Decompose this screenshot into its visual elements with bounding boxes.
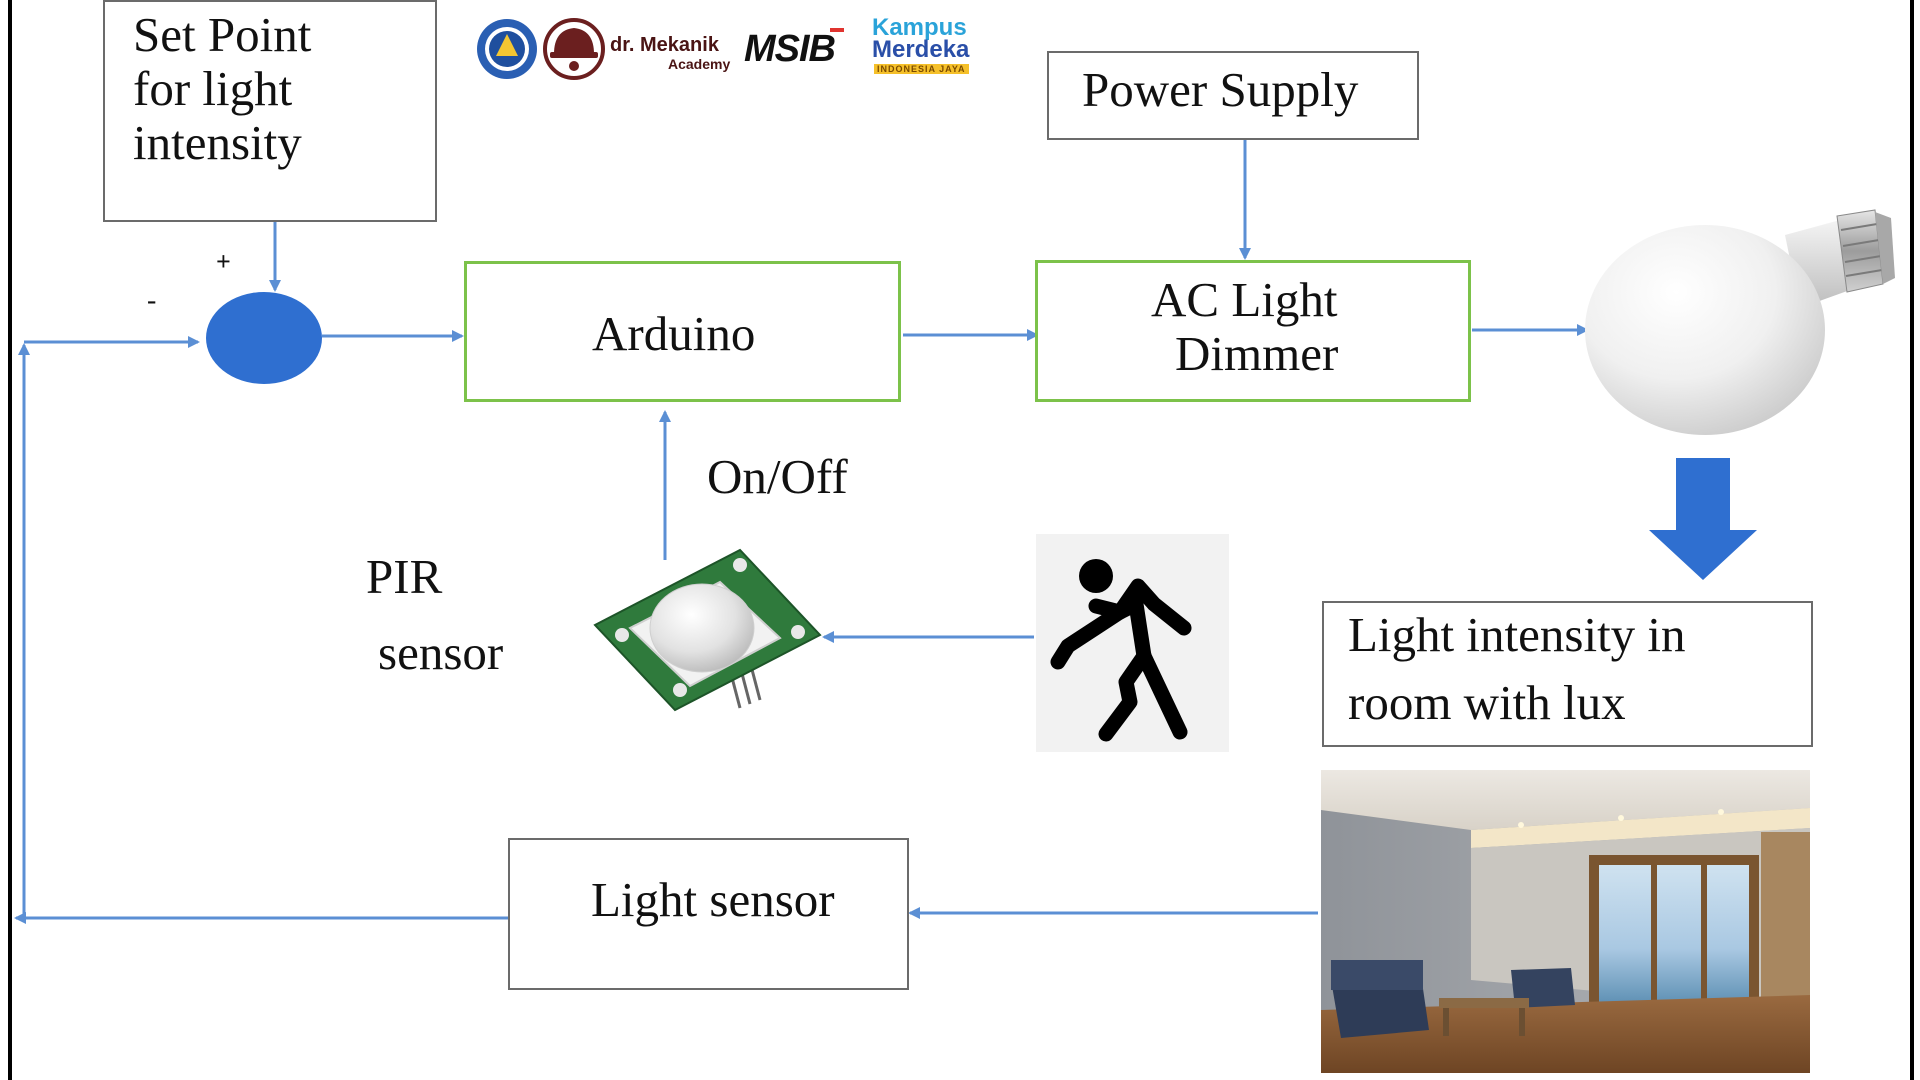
summing-junction [206, 292, 322, 384]
set-point-line-2: for light [133, 61, 293, 116]
merdeka-logo-text: Merdeka [872, 36, 970, 63]
on-off-label: On/Off [707, 449, 848, 504]
msib-logo-accent [830, 28, 844, 32]
power-supply-box [1047, 51, 1419, 140]
pir-label-line-1: PIR [366, 549, 443, 604]
dimmer-label-line-2: Dimmer [1175, 326, 1339, 381]
light-sensor-label: Light sensor [591, 872, 835, 927]
dr-mekanik-academy-text: Academy [668, 56, 731, 72]
dr-mekanik-logo-text: dr. Mekanik [610, 34, 719, 56]
kampus-logo-text: Kampus [872, 14, 967, 41]
set-point-line-3: intensity [133, 115, 302, 170]
set-point-line-1: Set Point [133, 7, 312, 62]
plus-sign: + [216, 247, 231, 276]
room-photo [1321, 770, 1810, 1073]
msib-logo-text: MSIB [744, 28, 836, 70]
frame-left-edge [8, 0, 12, 1080]
power-supply-label: Power Supply [1082, 62, 1359, 117]
light-intensity-box [1322, 601, 1813, 747]
walking-person-icon [1050, 559, 1192, 742]
pir-label-line-2: sensor [378, 625, 504, 680]
pir-sensor-image [593, 548, 822, 712]
dimmer-label-line-1: AC Light [1151, 272, 1338, 327]
light-intensity-line-1: Light intensity in [1348, 607, 1686, 662]
big-down-arrow [1649, 458, 1757, 580]
dr-mekanik-helmet-logo [543, 18, 605, 80]
light-intensity-line-2: room with lux [1348, 675, 1626, 730]
light-sensor-box [508, 838, 909, 990]
arduino-box [464, 261, 901, 402]
indonesia-jaya-ribbon: INDONESIA JAYA [874, 64, 969, 74]
tut-wuri-handayani-logo [477, 19, 537, 79]
frame-right-edge [1910, 0, 1914, 1080]
set-point-box [103, 0, 437, 222]
arduino-label: Arduino [592, 306, 756, 361]
logo-strip: dr. Mekanik Academy MSIB Kampus Merdeka … [474, 14, 1000, 84]
ac-light-dimmer-box [1035, 260, 1471, 402]
light-bulb-image [1585, 209, 1895, 435]
minus-sign: - [147, 285, 157, 316]
